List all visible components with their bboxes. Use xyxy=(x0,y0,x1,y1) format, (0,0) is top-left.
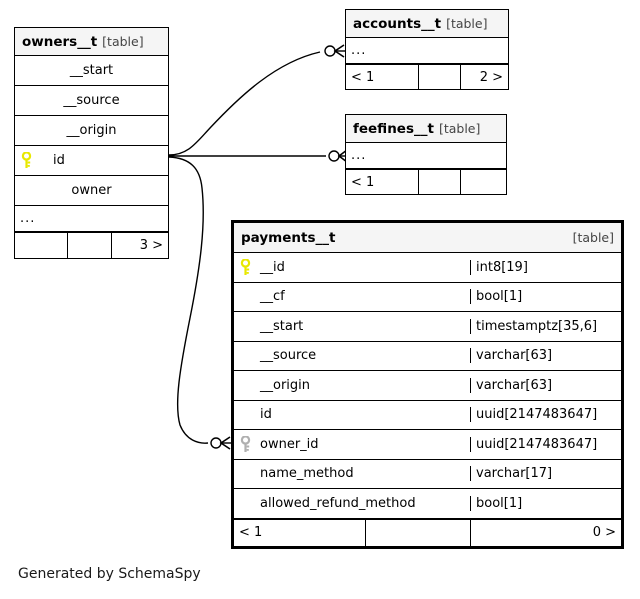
table-row[interactable]: __start timestamptz[35,6] xyxy=(234,312,621,342)
column-type: timestamptz[35,6] xyxy=(470,318,621,334)
table-row[interactable]: __origin xyxy=(15,116,168,146)
footer-middle-cell[interactable] xyxy=(418,65,460,89)
column-type: varchar[63] xyxy=(470,377,621,393)
table-feefines-t-header: feefines__t [table] xyxy=(346,115,506,143)
table-row[interactable]: allowed_refund_method bool[1] xyxy=(234,489,621,519)
column-name: owner_id xyxy=(260,436,319,452)
column-name: __source xyxy=(63,93,120,108)
diagram-caption: Generated by SchemaSpy xyxy=(18,566,201,582)
table-owners-t[interactable]: owners__t [table] __start __source __ori… xyxy=(14,27,169,259)
column-name: __origin xyxy=(66,123,117,138)
table-payments-t-header: payments__t [table] xyxy=(234,223,621,253)
column-name: id xyxy=(53,153,65,168)
table-owners-t-type-tag: [table] xyxy=(102,34,144,49)
footer-child-count[interactable]: 3 > xyxy=(111,233,168,258)
footer-child-count[interactable]: 0 > xyxy=(470,519,621,546)
column-name: id xyxy=(260,407,272,423)
footer-middle-cell[interactable] xyxy=(365,519,470,546)
table-payments-t-type-tag: [table] xyxy=(572,230,614,245)
table-row[interactable]: __source xyxy=(15,86,168,116)
table-owners-t-header: owners__t [table] xyxy=(15,28,168,56)
table-row[interactable]: __origin varchar[63] xyxy=(234,371,621,401)
column-name: __start xyxy=(69,63,114,78)
table-accounts-t-header: accounts__t [table] xyxy=(346,10,508,38)
column-name: allowed_refund_method xyxy=(260,495,416,511)
column-type: uuid[2147483647] xyxy=(470,407,621,423)
footer-middle-cell[interactable] xyxy=(67,233,111,258)
relationship-owners-payments xyxy=(168,156,209,444)
column-name: __cf xyxy=(260,289,285,305)
table-feefines-t-type-tag: [table] xyxy=(438,121,481,136)
key-icon-foreign xyxy=(234,435,256,453)
table-owners-t-name: owners__t xyxy=(22,33,98,50)
column-type: bool[1] xyxy=(470,289,621,305)
table-accounts-t-footer: < 1 2 > xyxy=(346,64,508,89)
table-accounts-t-type-tag: [table] xyxy=(446,16,488,31)
table-feefines-t[interactable]: feefines__t [table] ... < 1 xyxy=(345,114,507,195)
table-payments-t-footer: < 1 0 > xyxy=(234,518,621,546)
column-type: bool[1] xyxy=(470,495,621,511)
footer-middle-cell[interactable] xyxy=(418,170,460,194)
table-row[interactable]: id xyxy=(15,146,168,176)
footer-parent-count[interactable] xyxy=(15,233,67,258)
column-name: __start xyxy=(260,318,304,334)
table-payments-t[interactable]: payments__t [table] __id int8[19] __cf b… xyxy=(231,220,624,549)
table-feefines-t-footer: < 1 xyxy=(346,169,506,194)
table-owners-t-footer: 3 > xyxy=(15,232,168,258)
table-row-more[interactable]: ... xyxy=(15,206,168,232)
table-accounts-t[interactable]: accounts__t [table] ... < 1 2 > xyxy=(345,9,509,90)
column-type: varchar[17] xyxy=(470,466,621,482)
column-type: varchar[63] xyxy=(470,348,621,364)
column-type: int8[19] xyxy=(470,259,621,275)
footer-parent-count[interactable]: < 1 xyxy=(351,69,375,85)
table-row[interactable]: __cf bool[1] xyxy=(234,283,621,312)
endpoint-payments xyxy=(210,436,231,450)
table-payments-t-name: payments__t xyxy=(241,229,336,246)
column-name: __source xyxy=(260,348,317,364)
column-type: uuid[2147483647] xyxy=(470,436,621,452)
footer-child-count[interactable] xyxy=(460,170,506,194)
key-icon-primary xyxy=(234,258,256,276)
table-row[interactable]: id uuid[2147483647] xyxy=(234,401,621,430)
table-row-more[interactable]: ... xyxy=(346,38,508,64)
table-row[interactable]: __start xyxy=(15,56,168,86)
footer-parent-count[interactable]: < 1 xyxy=(351,174,375,190)
footer-parent-count[interactable]: < 1 xyxy=(239,525,263,540)
table-row[interactable]: __source varchar[63] xyxy=(234,342,621,371)
more-columns-ellipsis: ... xyxy=(20,211,36,226)
relationship-owners-accounts xyxy=(168,51,321,156)
column-name: __id xyxy=(260,259,285,275)
table-row[interactable]: name_method varchar[17] xyxy=(234,460,621,489)
table-row[interactable]: __id int8[19] xyxy=(234,253,621,283)
table-row-more[interactable]: ... xyxy=(346,143,506,169)
footer-child-count[interactable]: 2 > xyxy=(460,65,508,89)
table-accounts-t-name: accounts__t xyxy=(353,15,442,32)
table-feefines-t-name: feefines__t xyxy=(353,120,434,137)
table-row[interactable]: owner xyxy=(15,176,168,206)
column-name: __origin xyxy=(260,377,311,393)
column-name: name_method xyxy=(260,466,354,482)
more-columns-ellipsis: ... xyxy=(351,148,367,163)
more-columns-ellipsis: ... xyxy=(351,43,367,58)
endpoint-accounts xyxy=(324,44,345,58)
table-row[interactable]: owner_id uuid[2147483647] xyxy=(234,430,621,460)
key-icon-primary xyxy=(15,152,37,169)
column-name: owner xyxy=(71,183,112,198)
